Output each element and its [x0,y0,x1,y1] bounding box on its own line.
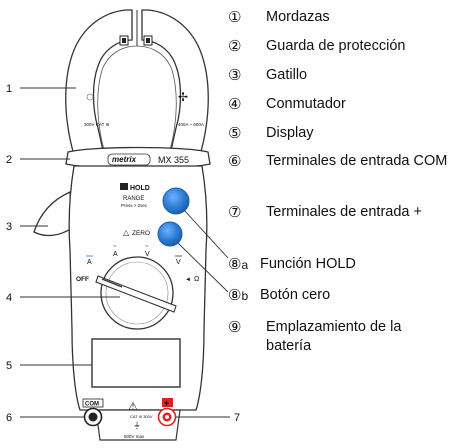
legend-text: Función HOLD [260,256,356,272]
legend-text: Gatillo [266,67,308,83]
zero-label: ZERO [132,230,150,237]
legend-number: ② [228,37,242,55]
callout-4: 4 [6,292,12,304]
trigger [33,191,73,237]
callout-3: 3 [6,221,12,233]
svg-text:~: ~ [113,244,117,250]
legend-text: Botón cero [260,287,331,303]
jaw-plus-mark: ✢ [178,90,188,104]
com-label-box [82,398,104,408]
legend-text: Terminales de entrada + [266,204,422,220]
legend-number: ④ [228,95,242,113]
zero-button[interactable] [157,221,183,247]
svg-text:~: ~ [145,244,149,250]
callout-5: 5 [6,360,12,372]
jaw-rating-right: 400A ~ 600A [178,122,204,127]
dial-a-ac-label: A [113,251,118,258]
warning-triangle-icon: ⚠ [128,401,138,413]
cat-label: CAT III 300V [130,414,153,419]
legend-number: ⑧b [228,286,248,306]
dial-v-dc-label: V [176,259,181,266]
display [91,338,181,388]
legend-number-circle: ⑧ [228,286,242,304]
legend-number: ⑥ [228,152,242,170]
plus-label: + [164,398,169,408]
zero-triangle-icon: △ [123,228,130,237]
legend-text: Conmutador [266,96,346,112]
jaw-left [65,9,133,156]
legend-number: ⑤ [228,124,242,142]
legend-text: Terminales de entrada COM [266,153,448,169]
press-label: Press > 2sec [121,203,148,208]
callout-1: 1 [6,83,12,95]
legend-number-sub: b [241,289,249,303]
range-label: RANGE [123,196,144,202]
legend-number-circle: ⑧ [228,255,242,273]
jaw-dot-mark [86,93,94,101]
hold-button[interactable] [162,187,190,215]
legend-number: ① [228,8,242,26]
legend-number: ⑨ [228,318,242,336]
legend-text: Emplazamiento de la batería [266,319,402,354]
brand-label: metrix [112,155,137,164]
callout-7: 7 [234,412,240,424]
plus-label-box [162,398,173,407]
max-voltage-label: 600V max [124,434,145,439]
legend-number-sub: a [241,258,249,272]
hold-label: HOLD [130,185,150,192]
model-label: MX 355 [158,155,189,165]
legend-number: ③ [228,66,242,84]
legend-number: ⑧a [228,255,248,275]
legend-text: Mordazas [266,9,330,25]
legend-number: ⑦ [228,203,242,221]
legend-text: Display [266,125,314,141]
dial-off-label: OFF [76,276,89,283]
callout-2: 2 [6,154,12,166]
callout-6: 6 [6,412,12,424]
svg-text:◄: ◄ [185,277,191,283]
jaw-rating-left: 300V CAT III [84,122,109,127]
legend-text: Guarda de protección [266,38,406,54]
dial-v-ac-label: V [145,251,150,258]
ground-icon: ⏚ [133,421,141,430]
jaw-right [141,9,209,156]
com-label: COM [85,402,99,408]
dial-ohm-label: Ω [194,276,199,283]
dial-a-dc-label: A [87,259,92,266]
